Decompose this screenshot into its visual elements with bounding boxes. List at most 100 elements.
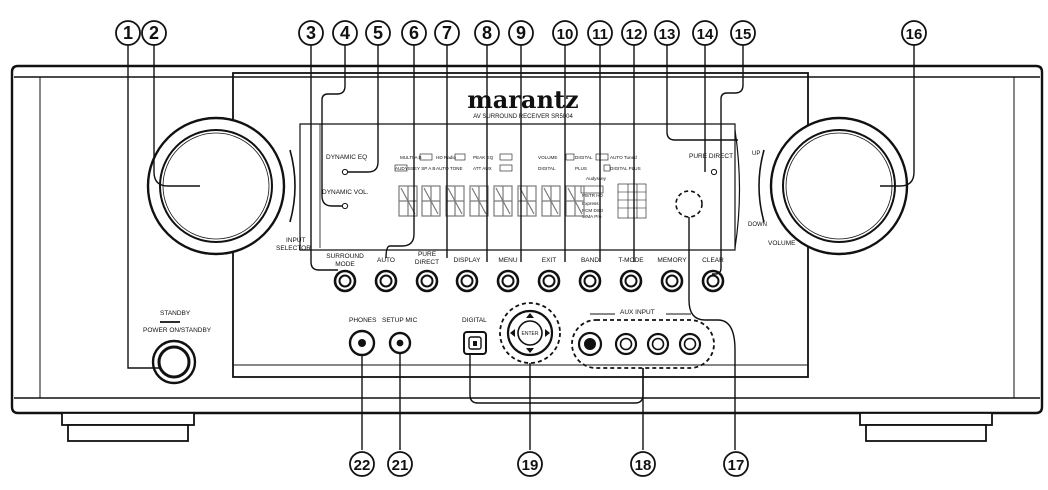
disp-r2-2: ATT AUX [473, 166, 492, 171]
button-labels: SURROUND MODE AUTO PURE DIRECT DISPLAY M… [326, 251, 724, 268]
callout-2: 2 [141, 20, 167, 46]
band-label: BAND [581, 257, 599, 264]
disp-side-0: Audyssey [586, 176, 607, 181]
auto-button[interactable] [374, 269, 398, 293]
remote-sensor [675, 190, 703, 218]
input-selector-label-2: SELECTOR [276, 245, 311, 252]
callout-18: 18 [630, 451, 656, 477]
disp-side-4: WMA Pro [582, 214, 602, 219]
phones-label: PHONES [349, 317, 377, 324]
disp-side-2: Express [582, 201, 599, 206]
aux-audio-right-jack[interactable] [678, 332, 702, 356]
callout-number: 22 [354, 457, 371, 474]
volume-down-label: DOWN [748, 222, 767, 228]
standby-label: STANDBY [160, 310, 191, 317]
callout-number: 4 [340, 23, 350, 43]
exit-label: EXIT [542, 257, 556, 264]
callout-14: 14 [692, 20, 718, 46]
disp-r2-1: AUTO TONE [436, 166, 463, 171]
disp-r2-0: AUDYSSEY SP A B [395, 166, 435, 171]
disp-r1-1: HD Radio [436, 155, 456, 160]
input-selector-knob[interactable] [146, 116, 286, 256]
cursor-pad-highlight [499, 302, 561, 364]
volume-label: VOLUME [768, 240, 796, 247]
phones-jack[interactable] [348, 329, 376, 357]
callout-1: 1 [115, 20, 141, 46]
callout-11: 11 [587, 20, 613, 46]
surround-mode-label-2: MODE [335, 261, 355, 268]
display-char-1 [421, 185, 441, 217]
left-foot [61, 412, 195, 442]
display-char-7 [565, 185, 585, 217]
aux-s-video-jack[interactable] [577, 331, 603, 357]
callout-number: 2 [149, 23, 159, 43]
disp-r2-5: DIGITAL PLUS [610, 166, 641, 171]
menu-label: MENU [498, 257, 517, 264]
dynamic-eq-label: DYNAMIC EQ [326, 154, 367, 161]
enter-label: ENTER [522, 331, 539, 337]
setup-mic-jack[interactable] [388, 331, 412, 355]
pure-direct-led-label: PURE DIRECT [689, 153, 733, 160]
disp-r1-3: VOLUME [538, 155, 557, 160]
callout-number: 21 [392, 457, 409, 474]
digital-label: DIGITAL [462, 317, 487, 324]
callout-8: 8 [474, 20, 500, 46]
callout-number: 19 [522, 457, 539, 474]
callout-number: 11 [592, 26, 608, 43]
menu-button[interactable] [496, 269, 520, 293]
display-char-5 [517, 185, 537, 217]
surround-mode-label: SURROUND [326, 253, 364, 260]
callout-number: 6 [409, 23, 419, 43]
callout-21: 21 [387, 451, 413, 477]
dynamic-vol-led [341, 202, 349, 210]
clear-label: CLEAR [702, 257, 724, 264]
aux-video-jack[interactable] [614, 332, 638, 356]
dynamic-vol-label: DYNAMIC VOL. [322, 189, 369, 196]
power-button[interactable] [151, 339, 197, 385]
band-button[interactable] [578, 269, 602, 293]
callout-number: 9 [516, 23, 526, 43]
callout-number: 10 [557, 26, 574, 43]
memory-label: MEMORY [657, 257, 687, 264]
callout-10: 10 [552, 20, 578, 46]
callout-number: 3 [306, 23, 316, 43]
callout-5: 5 [365, 20, 391, 46]
t-mode-button[interactable] [619, 269, 643, 293]
volume-up-label: UP [752, 151, 760, 157]
memory-button[interactable] [660, 269, 684, 293]
leader-lines [127, 44, 915, 450]
dynamic-eq-led [341, 168, 349, 176]
callout-22: 22 [349, 451, 375, 477]
callout-number: 16 [906, 26, 923, 43]
callout-4: 4 [332, 20, 358, 46]
brand-logo: marantz [467, 85, 578, 114]
callout-number: 13 [659, 26, 676, 43]
auto-label: AUTO [377, 257, 395, 264]
clear-button[interactable] [701, 269, 725, 293]
exit-button[interactable] [537, 269, 561, 293]
aux-audio-left-jack[interactable] [646, 332, 670, 356]
callout-12: 12 [621, 20, 647, 46]
segment-characters [398, 185, 585, 217]
input-selector-arc [289, 149, 296, 223]
disp-r2-4: PLUS [575, 166, 587, 171]
display-button[interactable] [455, 269, 479, 293]
callout-9: 9 [508, 20, 534, 46]
surround-mode-button[interactable] [333, 269, 357, 293]
aux-input-label: AUX INPUT [620, 309, 655, 316]
callout-7: 7 [434, 20, 460, 46]
pure-direct-button[interactable] [415, 269, 439, 293]
disp-r2-3: DIGITAL [538, 166, 556, 171]
callout-number: 5 [373, 23, 383, 43]
display-char-3 [469, 185, 489, 217]
pure-direct-label: PURE [418, 251, 437, 258]
callout-16: 16 [901, 20, 927, 46]
callout-13: 13 [654, 20, 680, 46]
right-foot [859, 412, 993, 442]
cursor-pad[interactable]: ENTER [506, 309, 554, 357]
display-status: MULTI A B HD Radio PEAK EQ VOLUME DIGITA… [395, 155, 641, 219]
power-label: POWER ON/STANDBY [143, 327, 212, 334]
callout-19: 19 [517, 451, 543, 477]
digital-optical-input[interactable] [463, 331, 487, 355]
